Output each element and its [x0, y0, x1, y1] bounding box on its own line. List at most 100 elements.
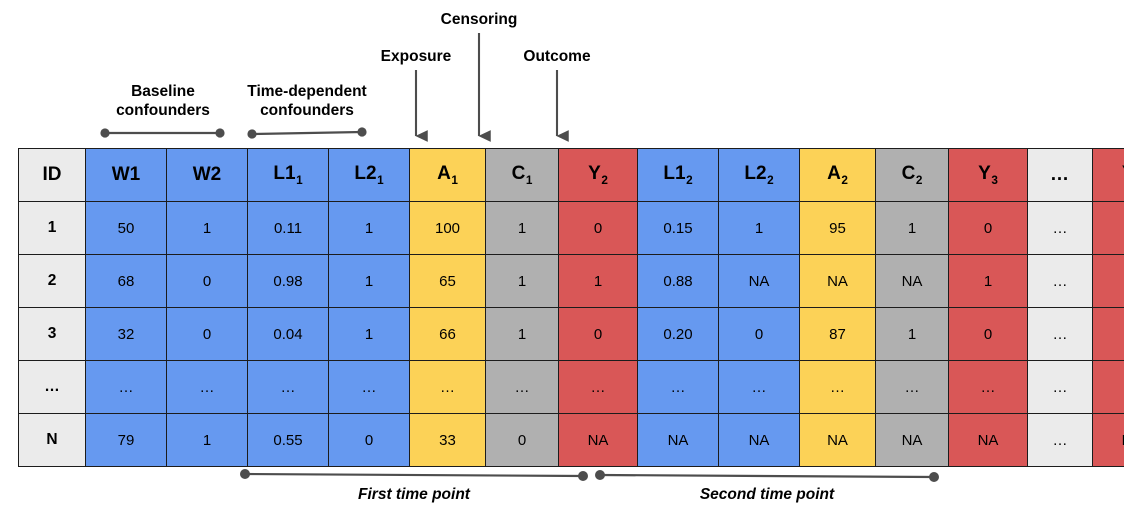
cell-a2: NA [799, 413, 876, 467]
cell-w1: 32 [85, 307, 167, 361]
cell-w1: 68 [85, 254, 167, 308]
cell-c1: 1 [485, 254, 559, 308]
time-dependent-confounders-label: Time-dependent confounders [247, 83, 367, 119]
cell-dots: … [1027, 201, 1093, 255]
cell-y3: NA [948, 413, 1028, 467]
cell-a2: … [799, 360, 876, 414]
exposure-label: Exposure [380, 48, 452, 65]
cell-w1: … [85, 360, 167, 414]
cell-l11: … [247, 360, 329, 414]
cell-c1: 1 [485, 307, 559, 361]
table-body: 15010.111100100.1519510…126800.98165110.… [18, 201, 1124, 467]
cell-l21: … [328, 360, 410, 414]
cell-a1: … [409, 360, 486, 414]
cell-dots: … [1027, 254, 1093, 308]
cell-l12: 0.20 [637, 307, 719, 361]
cell-w2: … [166, 360, 248, 414]
column-header-c-t1: C1 [485, 148, 559, 202]
cell-dots: … [1027, 307, 1093, 361]
cell-w1: 50 [85, 201, 167, 255]
column-header-a-t2: A2 [799, 148, 876, 202]
cell-l21: 1 [328, 201, 410, 255]
cell-y3: 1 [948, 254, 1028, 308]
cell-l12: … [637, 360, 719, 414]
bottom-annotation-layer: First time point Second time point [0, 461, 1124, 531]
row-id-cell: 3 [18, 307, 86, 361]
second-time-point-label: Second time point [699, 486, 835, 503]
cell-yt: 1 [1092, 254, 1124, 308]
cell-l11: 0.55 [247, 413, 329, 467]
cell-y2: 1 [558, 254, 638, 308]
cell-c2: … [875, 360, 949, 414]
outcome-label: Outcome [523, 48, 591, 65]
cell-dots: … [1027, 413, 1093, 467]
first-time-point-label: First time point [358, 486, 470, 503]
column-header-id: ID [18, 148, 86, 202]
cell-w1: 79 [85, 413, 167, 467]
cell-l21: 0 [328, 413, 410, 467]
top-annotation-layer: Baseline confounders Time-dependent conf… [0, 0, 1124, 148]
cell-l22: NA [718, 413, 800, 467]
cell-c2: NA [875, 413, 949, 467]
column-header-l2-t1: L21 [328, 148, 410, 202]
cell-w2: 1 [166, 201, 248, 255]
cell-yt: NA [1092, 413, 1124, 467]
cell-c2: NA [875, 254, 949, 308]
row-id-cell: … [18, 360, 86, 414]
first-time-point-bracket [240, 469, 588, 481]
cell-l11: 0.11 [247, 201, 329, 255]
row-id-cell: 1 [18, 201, 86, 255]
time-dependent-confounders-bracket [247, 127, 367, 139]
cell-c2: 1 [875, 307, 949, 361]
cell-w2: 0 [166, 307, 248, 361]
row-id-cell: N [18, 413, 86, 467]
cell-yt: 1 [1092, 201, 1124, 255]
baseline-confounders-bracket [100, 128, 225, 138]
cell-y2: … [558, 360, 638, 414]
cell-a2: NA [799, 254, 876, 308]
column-header-w1: W1 [85, 148, 167, 202]
cell-c1: 0 [485, 413, 559, 467]
cell-a2: 87 [799, 307, 876, 361]
top-annotation-graphics [100, 33, 569, 142]
cell-l21: 1 [328, 254, 410, 308]
cell-yt: … [1092, 360, 1124, 414]
cell-a1: 100 [409, 201, 486, 255]
cell-l21: 1 [328, 307, 410, 361]
cell-y3: … [948, 360, 1028, 414]
column-header-a-t1: A1 [409, 148, 486, 202]
cell-l11: 0.98 [247, 254, 329, 308]
cell-c1: … [485, 360, 559, 414]
cell-l12: NA [637, 413, 719, 467]
cell-yt: 0 [1092, 307, 1124, 361]
column-header-l2-t2: L22 [718, 148, 800, 202]
cell-l12: 0.88 [637, 254, 719, 308]
column-header-y-t3: Y3 [948, 148, 1028, 202]
cell-l11: 0.04 [247, 307, 329, 361]
cell-l12: 0.15 [637, 201, 719, 255]
cell-y3: 0 [948, 307, 1028, 361]
column-header-y-tT: YT [1092, 148, 1124, 202]
table-row: ……………………………………… [18, 360, 1124, 414]
cell-y2: NA [558, 413, 638, 467]
cell-a1: 33 [409, 413, 486, 467]
row-id-cell: 2 [18, 254, 86, 308]
column-header-y-t2: Y2 [558, 148, 638, 202]
censoring-label: Censoring [440, 11, 518, 28]
cell-c2: 1 [875, 201, 949, 255]
cell-w2: 0 [166, 254, 248, 308]
longitudinal-data-table: ID W1 W2 L11 L21 A1 C1 Y2 L12 L22 A2 C2 … [18, 148, 1124, 467]
column-header-ellipsis: … [1027, 148, 1093, 202]
cell-l22: 0 [718, 307, 800, 361]
cell-y2: 0 [558, 201, 638, 255]
cell-l22: 1 [718, 201, 800, 255]
column-header-w2: W2 [166, 148, 248, 202]
cell-l22: NA [718, 254, 800, 308]
cell-a1: 66 [409, 307, 486, 361]
baseline-confounders-label: Baseline confounders [116, 83, 210, 119]
cell-w2: 1 [166, 413, 248, 467]
cell-l22: … [718, 360, 800, 414]
